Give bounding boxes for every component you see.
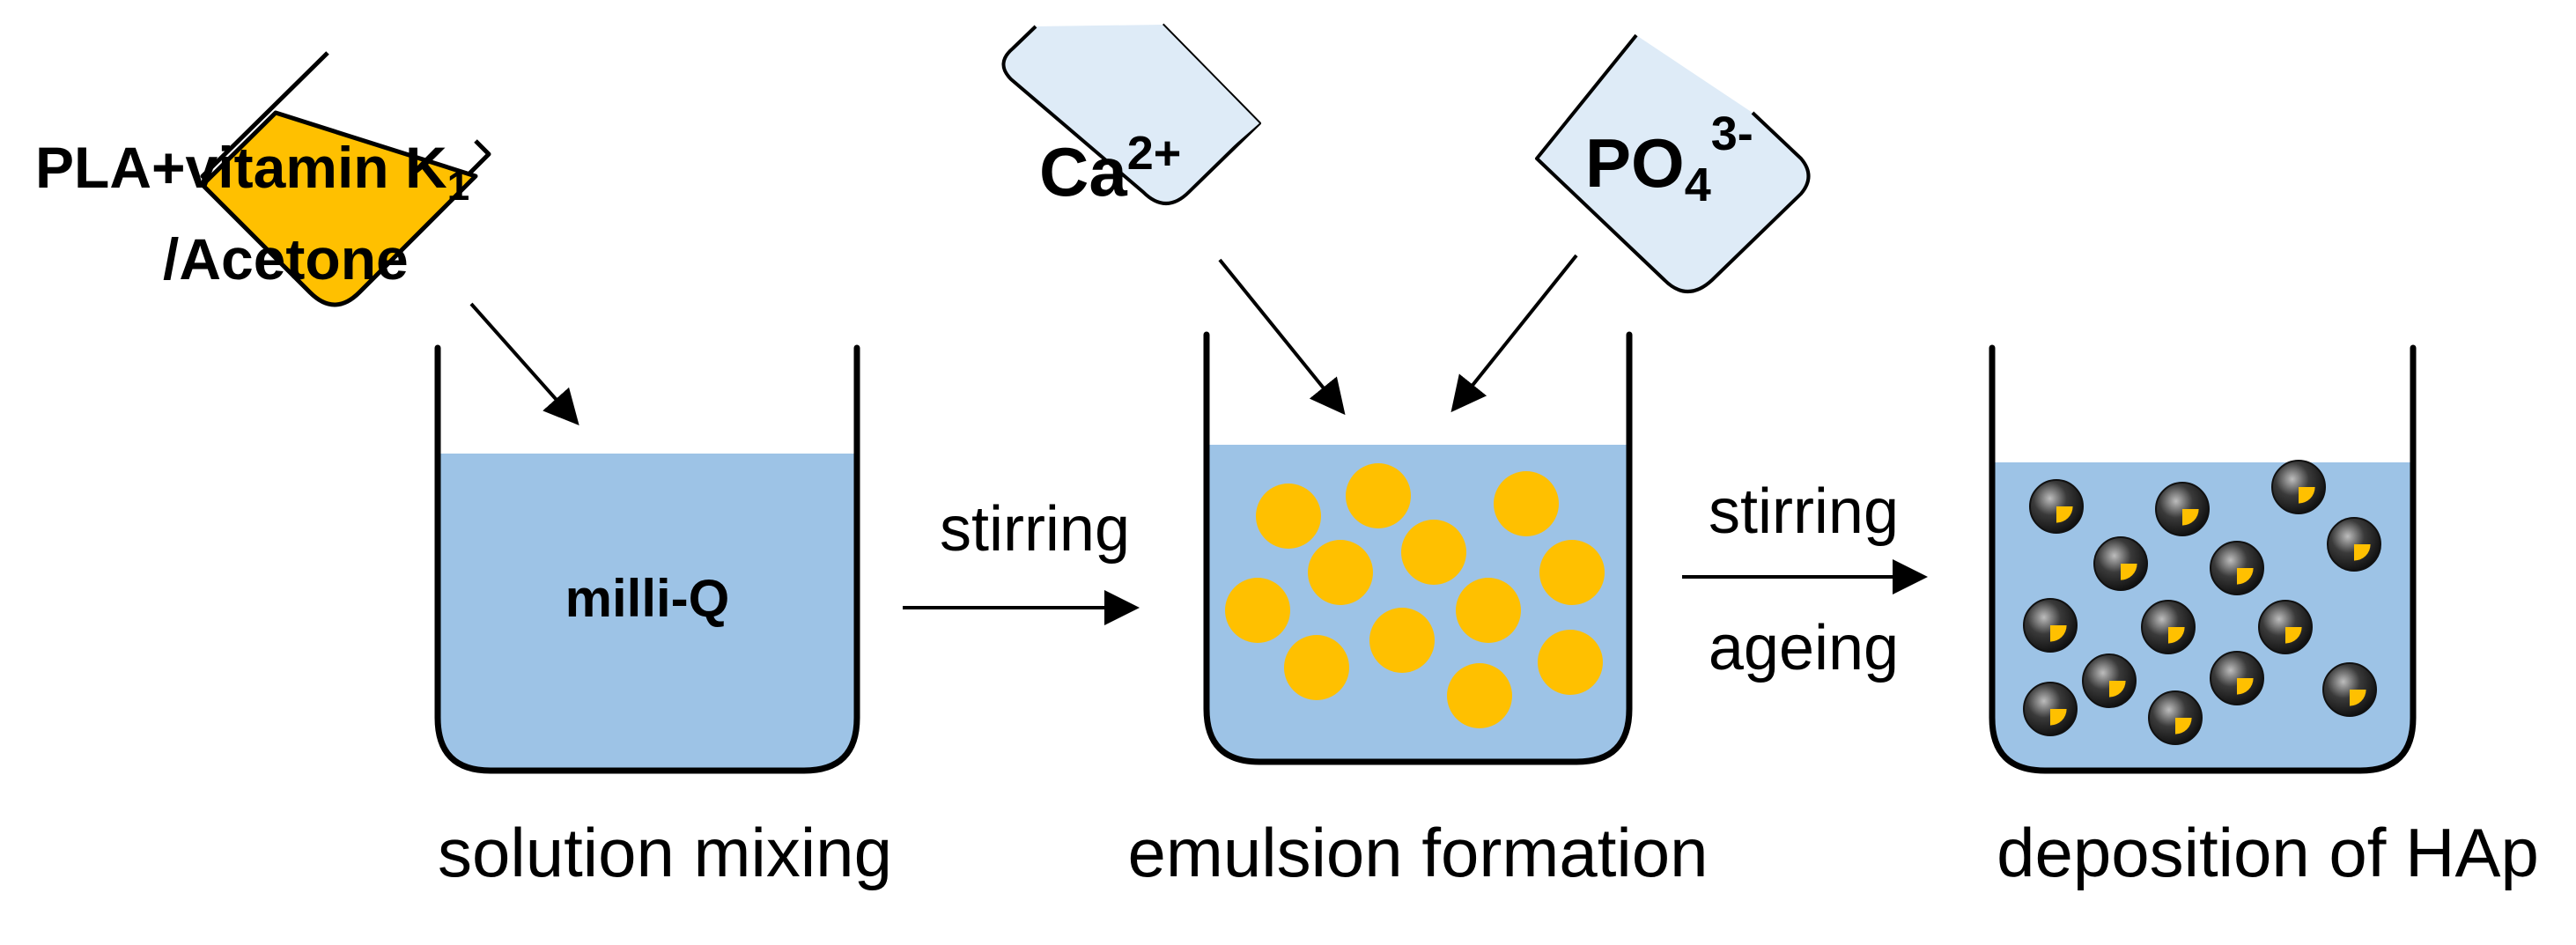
droplet: [1284, 635, 1349, 700]
stage-caption-solution-mixing: solution mixing: [438, 814, 892, 891]
droplet: [1538, 630, 1603, 695]
droplet: [1539, 540, 1605, 605]
arrow-calcium-to-beaker: [1218, 258, 1346, 416]
droplet: [1456, 578, 1521, 643]
arrow-2-label-top: stirring: [1709, 476, 1899, 547]
droplet: [1369, 608, 1435, 673]
droplet: [1494, 471, 1559, 536]
hap-particle: [2148, 690, 2203, 745]
reagent-beaker-pla-liquid: [200, 110, 478, 307]
beaker-solution-mixing: milli-Q: [434, 344, 860, 774]
reagent-label-phosphate: PO43-: [1585, 107, 1753, 211]
reagent-beaker-phosphate: [1535, 33, 1811, 293]
hap-particle: [2271, 460, 2326, 514]
droplet: [1447, 663, 1512, 728]
reagent-label-pla: PLA+vitamin K1: [35, 135, 469, 209]
arrow-pla-to-beaker: [469, 302, 579, 425]
reagent-beaker-pla: [200, 51, 491, 307]
beaker-1-liquid: [438, 454, 857, 771]
hap-particle: [2082, 653, 2137, 708]
hap-particle: [2141, 600, 2196, 654]
arrow-1-label: stirring: [940, 494, 1130, 565]
droplet: [1346, 463, 1411, 528]
hap-particle: [2258, 600, 2313, 654]
droplet: [1401, 520, 1466, 585]
beaker-1-outline: [434, 344, 860, 774]
arrow-2-label-bottom: ageing: [1709, 613, 1899, 683]
droplet: [1308, 540, 1373, 605]
hap-coated-particles: [2023, 460, 2381, 745]
arrow-phosphate-to-beaker: [1450, 254, 1578, 413]
hap-particle: [2210, 541, 2264, 595]
reagent-beaker-calcium-liquid: [1013, 25, 1259, 196]
hap-particle: [2210, 651, 2264, 705]
beaker-hap-deposition: [1989, 344, 2417, 774]
stage-caption-hap-deposition: deposition of HAp: [1997, 814, 2539, 891]
reagent-beaker-phosphate-body: [1535, 33, 1811, 293]
beaker-emulsion-formation: [1203, 331, 1633, 765]
beaker-1-content-label: milli-Q: [565, 569, 730, 628]
droplet: [1256, 484, 1321, 549]
hap-particle: [2023, 598, 2078, 653]
hap-particle: [2327, 517, 2381, 572]
reagent-beaker-calcium: [1001, 23, 1261, 205]
stage-caption-emulsion-formation: emulsion formation: [1128, 814, 1709, 891]
droplet: [1225, 578, 1290, 643]
hap-particle: [2093, 536, 2148, 591]
hap-particle: [2322, 662, 2377, 717]
hap-particle: [2155, 482, 2210, 536]
reagent-label-acetone: /Acetone: [163, 226, 409, 292]
beaker-3-outline: [1989, 344, 2417, 774]
hap-particle: [2023, 682, 2078, 736]
hap-particle: [2029, 479, 2084, 534]
emulsion-droplets: [1225, 463, 1605, 728]
reagent-label-calcium: Ca2+: [1039, 127, 1181, 210]
beaker-2-outline: [1203, 331, 1633, 765]
